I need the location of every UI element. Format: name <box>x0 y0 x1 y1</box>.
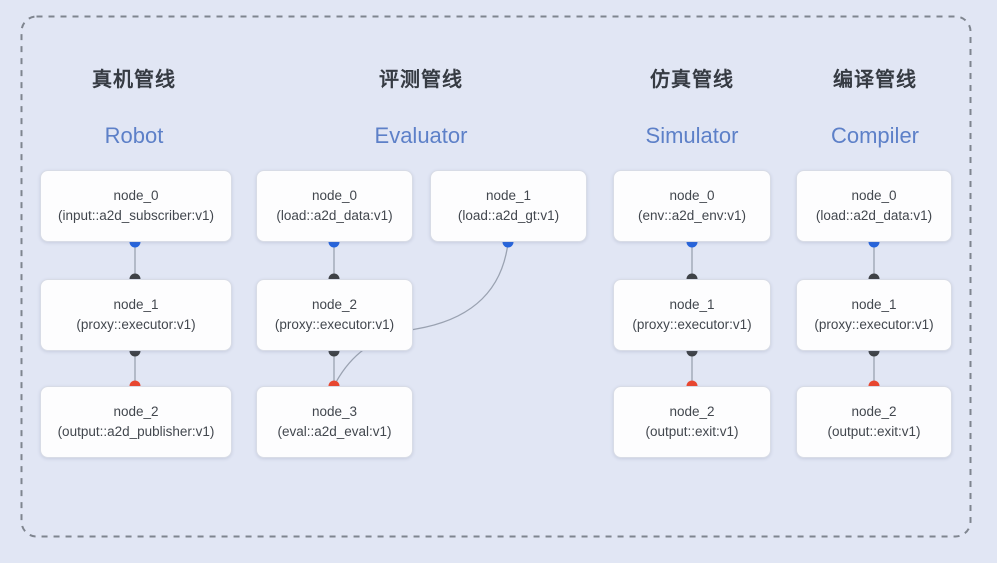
node-type: (proxy::executor:v1) <box>632 317 752 332</box>
node-name: node_0 <box>311 188 358 203</box>
node-name: node_0 <box>851 188 897 203</box>
node-name: node_2 <box>113 404 159 419</box>
node-type: (eval::a2d_eval:v1) <box>277 424 392 439</box>
node-name: node_1 <box>485 188 532 203</box>
node-name: node_2 <box>851 404 897 419</box>
pipeline-title-en: Simulator <box>645 123 739 148</box>
node-card: node_1 (load::a2d_gt:v1) <box>430 170 587 242</box>
node-card: node_2 (output::exit:v1) <box>613 386 771 458</box>
node-card: node_0 (load::a2d_data:v1) <box>796 170 952 242</box>
node-card: node_1 (proxy::executor:v1) <box>613 279 771 351</box>
node-card: node_2 (proxy::executor:v1) <box>256 279 413 351</box>
pipeline-title-cn: 编译管线 <box>833 69 917 91</box>
pipeline-title-cn: 评测管线 <box>379 69 463 91</box>
node-type: (load::a2d_data:v1) <box>276 208 393 223</box>
node-type: (output::a2d_publisher:v1) <box>57 424 215 439</box>
node-name: node_2 <box>669 404 715 419</box>
node-name: node_0 <box>669 188 715 203</box>
node-card: node_2 (output::a2d_publisher:v1) <box>40 386 232 458</box>
pipeline-title-cn: 仿真管线 <box>650 69 734 91</box>
pipeline-title-en: Evaluator <box>374 123 468 148</box>
pipeline-title-en: Robot <box>104 123 164 148</box>
node-card: node_1 (proxy::executor:v1) <box>796 279 952 351</box>
node-card: node_0 (load::a2d_data:v1) <box>256 170 413 242</box>
node-type: (load::a2d_gt:v1) <box>457 208 560 223</box>
node-name: node_2 <box>311 297 358 312</box>
node-card: node_3 (eval::a2d_eval:v1) <box>256 386 413 458</box>
node-card: node_1 (proxy::executor:v1) <box>40 279 232 351</box>
node-name: node_1 <box>851 297 897 312</box>
node-type: (proxy::executor:v1) <box>814 317 934 332</box>
node-card: node_0 (env::a2d_env:v1) <box>613 170 771 242</box>
node-name: node_3 <box>311 404 358 419</box>
node-name: node_0 <box>113 188 159 203</box>
node-name: node_1 <box>669 297 715 312</box>
node-type: (env::a2d_env:v1) <box>637 208 747 223</box>
node-type: (output::exit:v1) <box>645 424 739 439</box>
pipeline-title-cn: 真机管线 <box>92 69 176 91</box>
node-type: (proxy::executor:v1) <box>274 317 395 332</box>
node-name: node_1 <box>113 297 159 312</box>
node-type: (input::a2d_subscriber:v1) <box>57 208 215 223</box>
node-type: (proxy::executor:v1) <box>76 317 196 332</box>
pipeline-title-en: Compiler <box>830 123 920 148</box>
node-type: (load::a2d_data:v1) <box>815 208 933 223</box>
node-type: (output::exit:v1) <box>827 424 921 439</box>
node-card: node_0 (input::a2d_subscriber:v1) <box>40 170 232 242</box>
node-card: node_2 (output::exit:v1) <box>796 386 952 458</box>
